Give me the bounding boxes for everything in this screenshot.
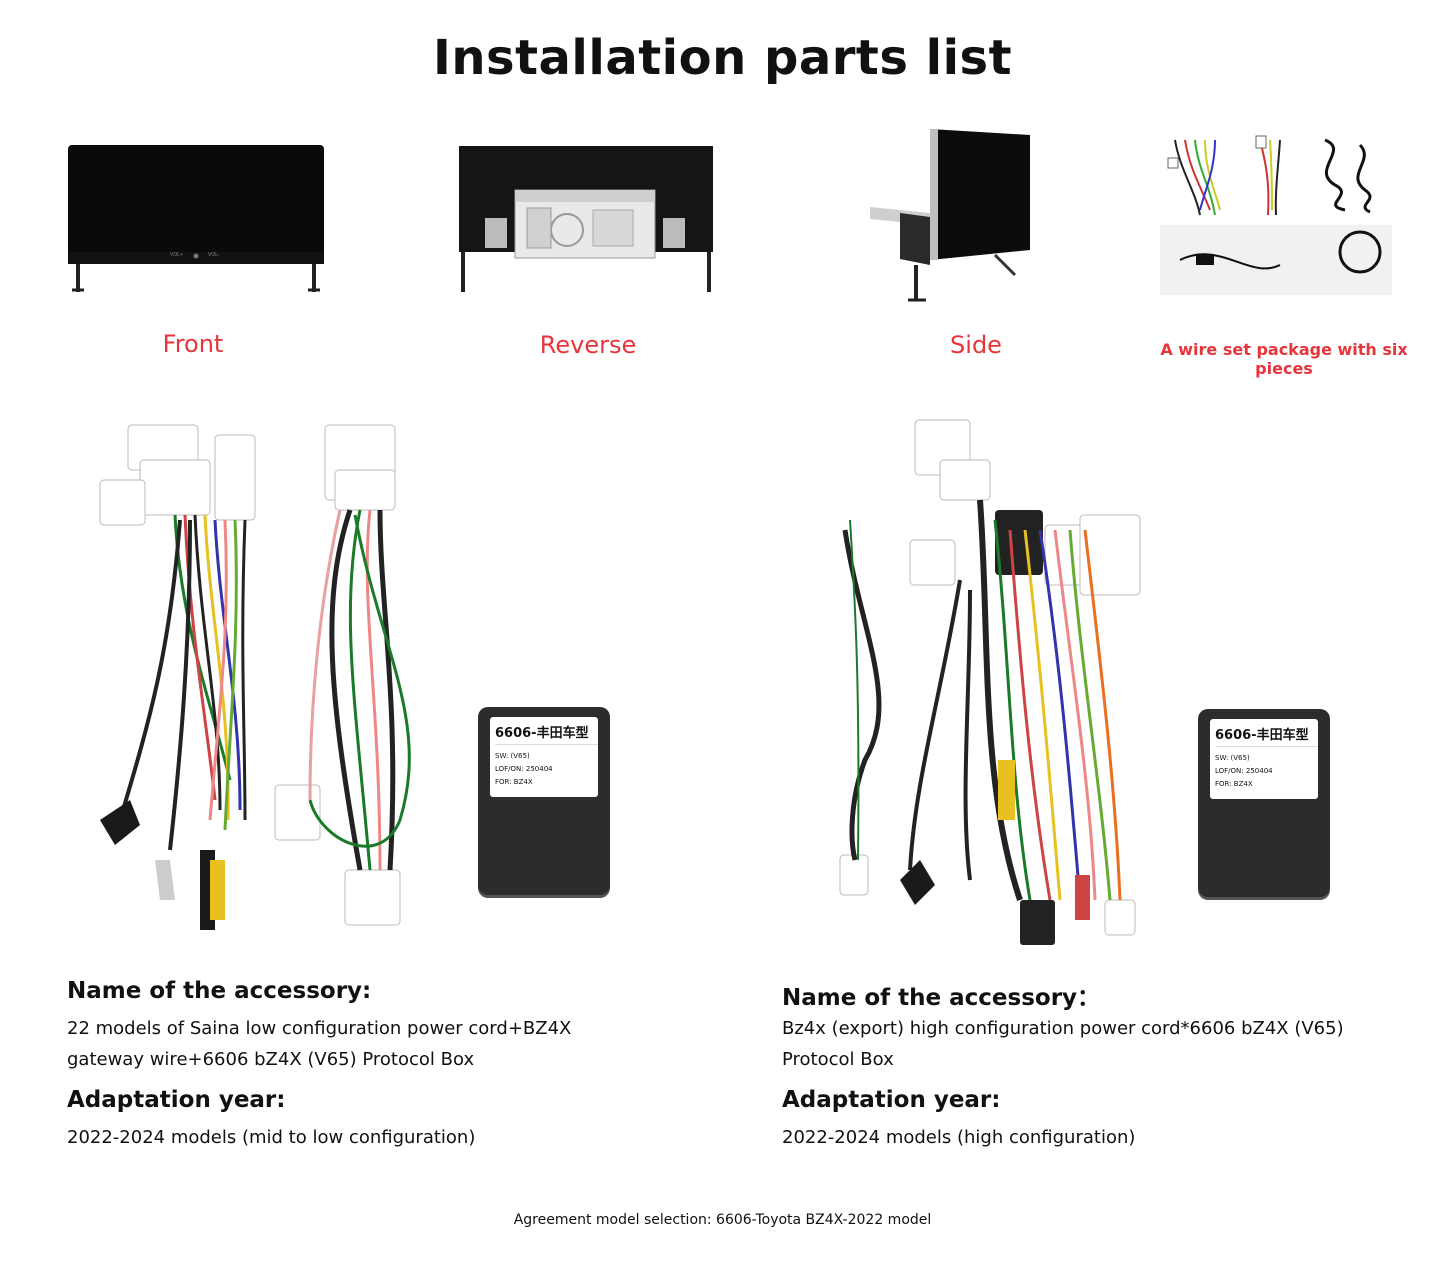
protocol-box-label: 6606-丰田车型 SW: (V65) LOF/ON: 250404 FOR: … bbox=[1210, 719, 1318, 799]
protocol-box-for: FOR: BZ4X bbox=[1215, 780, 1253, 788]
right-harness-image bbox=[820, 400, 1180, 950]
left-name-line1: 22 models of Saina low configuration pow… bbox=[67, 1018, 572, 1039]
left-harness-image bbox=[80, 400, 440, 950]
reverse-label: Reverse bbox=[539, 331, 637, 359]
left-name-heading: Name of the accessory: bbox=[67, 978, 372, 1004]
head-unit-front-graphic bbox=[68, 145, 324, 292]
front-label: Front bbox=[162, 330, 224, 358]
wire-set-label: A wire set package with six pieces bbox=[1160, 340, 1408, 378]
protocol-box-title: 6606-丰田车型 bbox=[495, 722, 598, 745]
right-name-heading: Name of the accessory： bbox=[782, 985, 1101, 1011]
page-title: Installation parts list bbox=[432, 30, 1013, 86]
reverse-view-image bbox=[455, 140, 720, 300]
left-name-line2: gateway wire+6606 bZ4X (V65) Protocol Bo… bbox=[67, 1049, 475, 1070]
protocol-box-right: 6606-丰田车型 SW: (V65) LOF/ON: 250404 FOR: … bbox=[1198, 709, 1330, 897]
protocol-box-sw: SW: (V65) bbox=[1215, 754, 1250, 762]
footer-note: Agreement model selection: 6606-Toyota B… bbox=[513, 1212, 932, 1228]
protocol-box-left: 6606-丰田车型 SW: (V65) LOF/ON: 250404 FOR: … bbox=[478, 707, 610, 895]
right-year-text: 2022-2024 models (high configuration) bbox=[782, 1127, 1136, 1148]
wire-set-image bbox=[1160, 130, 1392, 295]
right-name-line2: Protocol Box bbox=[782, 1049, 894, 1070]
vol-up-label: VOL+ bbox=[170, 252, 183, 258]
right-harness-graphic bbox=[839, 419, 1141, 945]
protocol-box-label: 6606-丰田车型 SW: (V65) LOF/ON: 250404 FOR: … bbox=[490, 717, 598, 797]
protocol-box-lof: LOF/ON: 250404 bbox=[1215, 767, 1273, 775]
side-view-image bbox=[860, 125, 1100, 310]
protocol-box-title: 6606-丰田车型 bbox=[1215, 724, 1318, 747]
right-name-line1: Bz4x (export) high configuration power c… bbox=[782, 1018, 1344, 1039]
vol-down-label: VOL- bbox=[208, 252, 220, 258]
left-year-heading: Adaptation year: bbox=[67, 1087, 286, 1113]
right-year-heading: Adaptation year: bbox=[782, 1087, 1001, 1113]
wire-set-graphic bbox=[1160, 135, 1392, 295]
head-unit-reverse-graphic bbox=[459, 146, 713, 292]
head-unit-side-graphic bbox=[870, 129, 1030, 302]
protocol-box-lof: LOF/ON: 250404 bbox=[495, 765, 553, 773]
protocol-box-for: FOR: BZ4X bbox=[495, 778, 533, 786]
left-year-text: 2022-2024 models (mid to low configurati… bbox=[67, 1127, 476, 1148]
side-label: Side bbox=[950, 331, 1002, 359]
front-view-image: VOL+ VOL- bbox=[60, 140, 332, 300]
protocol-box-sw: SW: (V65) bbox=[495, 752, 530, 760]
left-harness-graphic bbox=[99, 424, 411, 930]
